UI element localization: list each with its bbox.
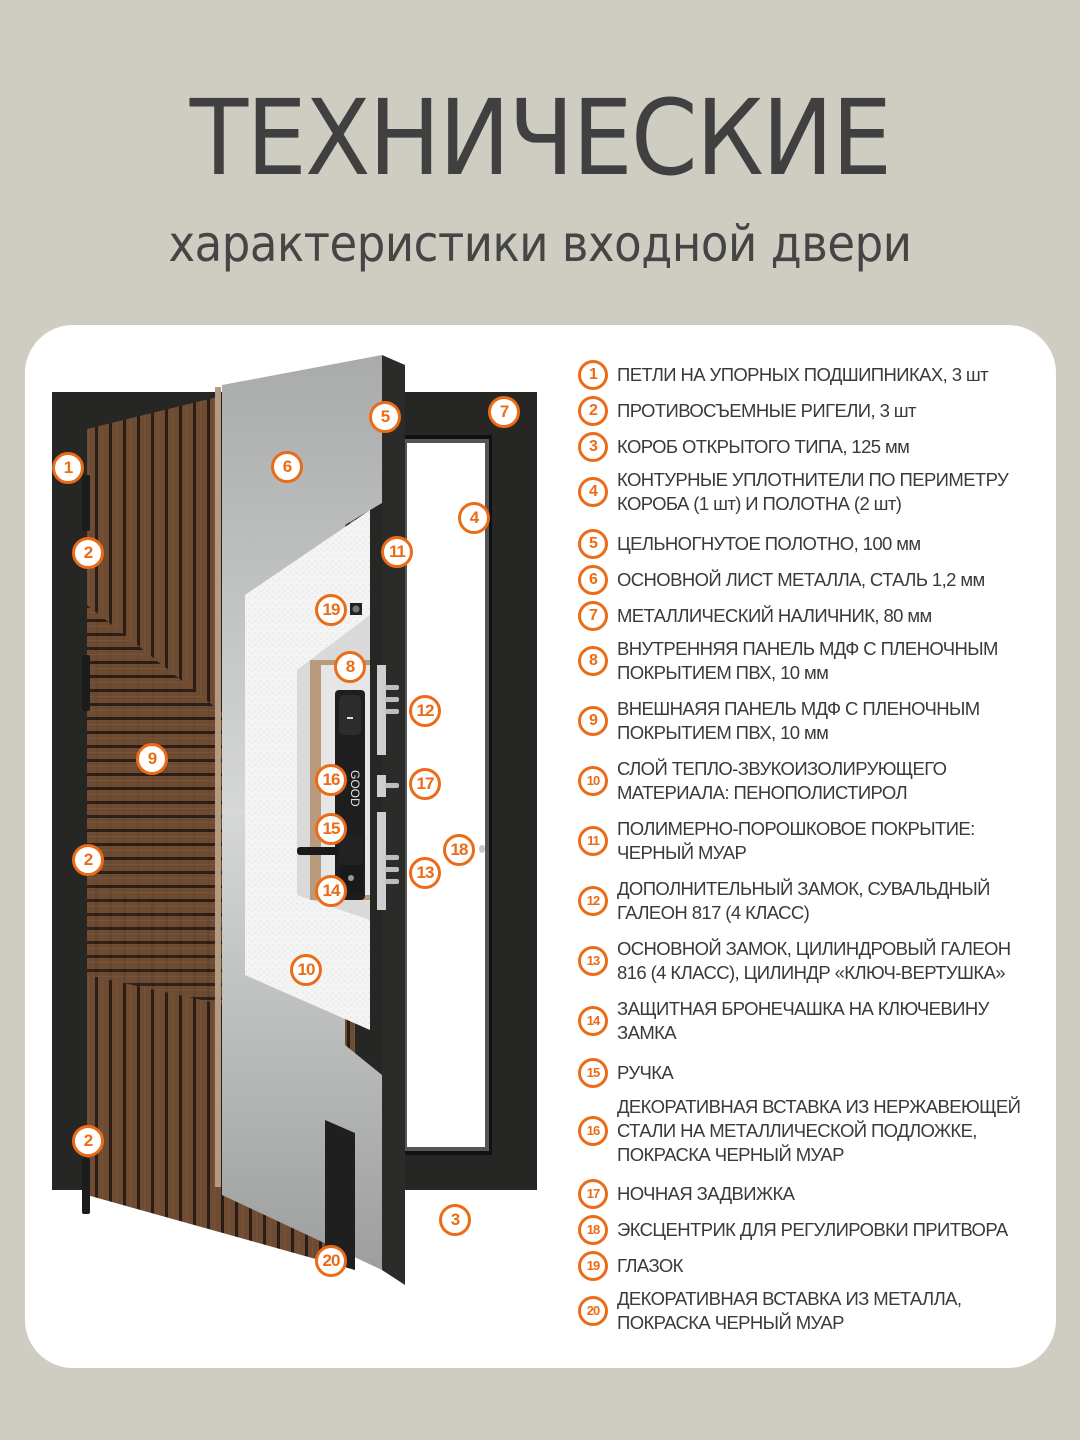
callout-20: 20 (315, 1245, 347, 1277)
spec-number-badge: 1 (578, 360, 608, 390)
spec-text: ЦЕЛЬНОГНУТОЕ ПОЛОТНО, 100 мм (617, 533, 921, 554)
spec-item: 4 КОНТУРНЫЕ УПЛОТНИТЕЛИ ПО ПЕРИМЕТРУ КОР… (578, 468, 1009, 516)
spec-number-badge: 17 (578, 1179, 608, 1209)
spec-number-badge: 6 (578, 565, 608, 595)
spec-number-badge: 20 (578, 1296, 608, 1326)
spec-item: 13 ОСНОВНОЙ ЗАМОК, ЦИЛИНДРОВЫЙ ГАЛЕОН 81… (578, 937, 1011, 985)
spec-number-badge: 12 (578, 886, 608, 916)
spec-number-badge: 4 (578, 477, 608, 507)
callout-2-top: 2 (72, 537, 104, 569)
spec-item: 12 ДОПОЛНИТЕЛЬНЫЙ ЗАМОК, СУВАЛЬДНЫЙ ГАЛЕ… (578, 877, 990, 925)
hinge (82, 655, 90, 711)
spec-text: ВНУТРЕННЯЯ ПАНЕЛЬ МДФ С ПЛЕНОЧНЫМ ПОКРЫТ… (617, 638, 998, 683)
spec-number-badge: 15 (578, 1058, 608, 1088)
spec-number-badge: 13 (578, 946, 608, 976)
spec-item: 11 ПОЛИМЕРНО-ПОРОШКОВОЕ ПОКРЫТИЕ: ЧЕРНЫЙ… (578, 817, 975, 865)
spec-item: 19 ГЛАЗОК (578, 1251, 683, 1281)
spec-item: 16 ДЕКОРАТИВНАЯ ВСТАВКА ИЗ НЕРЖАВЕЮЩЕЙ С… (578, 1095, 1021, 1167)
spec-text: МЕТАЛЛИЧЕСКИЙ НАЛИЧНИК, 80 мм (617, 605, 932, 626)
spec-text: ЗАЩИТНАЯ БРОНЕЧАШКА НА КЛЮЧЕВИНУ ЗАМКА (617, 998, 989, 1043)
spec-text: ВНЕШНАЯЯ ПАНЕЛЬ МДФ С ПЛЕНОЧНЫМ ПОКРЫТИЕ… (617, 698, 980, 743)
callout-18: 18 (443, 834, 475, 866)
spec-item: 20 ДЕКОРАТИВНАЯ ВСТАВКА ИЗ МЕТАЛЛА, ПОКР… (578, 1287, 962, 1335)
spec-number-badge: 11 (578, 826, 608, 856)
callout-8: 8 (334, 651, 366, 683)
spec-text: ОСНОВНОЙ ЗАМОК, ЦИЛИНДРОВЫЙ ГАЛЕОН 816 (… (617, 938, 1011, 983)
spec-text: ГЛАЗОК (617, 1255, 683, 1276)
page-title: ТЕХНИЧЕСКИЕ (189, 77, 892, 199)
callout-11: 11 (381, 536, 413, 568)
spec-number-badge: 14 (578, 1006, 608, 1036)
spec-item: 1 ПЕТЛИ НА УПОРНЫХ ПОДШИПНИКАХ, 3 шт (578, 360, 989, 390)
callout-16: 16 (315, 764, 347, 796)
callout-5: 5 (369, 401, 401, 433)
spec-card: GOOD (25, 325, 1056, 1368)
spec-item: 2 ПРОТИВОСЪЕМНЫЕ РИГЕЛИ, 3 шт (578, 396, 917, 426)
hinge (82, 475, 90, 531)
callout-3: 3 (439, 1204, 471, 1236)
spec-item: 14 ЗАЩИТНАЯ БРОНЕЧАШКА НА КЛЮЧЕВИНУ ЗАМК… (578, 997, 989, 1045)
spec-item: 5 ЦЕЛЬНОГНУТОЕ ПОЛОТНО, 100 мм (578, 529, 921, 559)
callout-1: 1 (52, 452, 84, 484)
spec-text: ЭКСЦЕНТРИК ДЛЯ РЕГУЛИРОВКИ ПРИТВОРА (617, 1219, 1008, 1240)
spec-item: 17 НОЧНАЯ ЗАДВИЖКА (578, 1179, 795, 1209)
spec-number-badge: 19 (578, 1251, 608, 1281)
spec-number-badge: 9 (578, 706, 608, 736)
spec-text: ПЕТЛИ НА УПОРНЫХ ПОДШИПНИКАХ, 3 шт (617, 364, 989, 385)
spec-item: 15 РУЧКА (578, 1058, 674, 1088)
callout-13: 13 (409, 857, 441, 889)
lock-brand-text: GOOD (348, 770, 362, 807)
spec-text: КОНТУРНЫЕ УПЛОТНИТЕЛИ ПО ПЕРИМЕТРУ КОРОБ… (617, 469, 1009, 514)
spec-item: 9 ВНЕШНАЯЯ ПАНЕЛЬ МДФ С ПЛЕНОЧНЫМ ПОКРЫТ… (578, 697, 980, 745)
spec-item: 6 ОСНОВНОЙ ЛИСТ МЕТАЛЛА, СТАЛЬ 1,2 мм (578, 565, 985, 595)
spec-number-badge: 3 (578, 432, 608, 462)
callout-2-bottom: 2 (72, 1125, 104, 1157)
spec-item: 7 МЕТАЛЛИЧЕСКИЙ НАЛИЧНИК, 80 мм (578, 601, 932, 631)
callout-7: 7 (488, 396, 520, 428)
door-illustration: GOOD (25, 325, 585, 1368)
spec-text: РУЧКА (617, 1062, 674, 1083)
spec-item: 3 КОРОБ ОТКРЫТОГО ТИПА, 125 мм (578, 432, 910, 462)
spec-text: ПРОТИВОСЪЕМНЫЕ РИГЕЛИ, 3 шт (617, 400, 917, 421)
spec-item: 8 ВНУТРЕННЯЯ ПАНЕЛЬ МДФ С ПЛЕНОЧНЫМ ПОКР… (578, 637, 998, 685)
spec-number-badge: 7 (578, 601, 608, 631)
spec-text: ДЕКОРАТИВНАЯ ВСТАВКА ИЗ НЕРЖАВЕЮЩЕЙ СТАЛ… (617, 1096, 1021, 1165)
page-subtitle: характеристики входной двери (168, 215, 912, 273)
spec-number-badge: 10 (578, 766, 608, 796)
spec-text: СЛОЙ ТЕПЛО-ЗВУКОИЗОЛИРУЮЩЕГО МАТЕРИАЛА: … (617, 758, 947, 803)
callout-15: 15 (315, 813, 347, 845)
callout-6: 6 (271, 451, 303, 483)
spec-number-badge: 5 (578, 529, 608, 559)
spec-text: НОЧНАЯ ЗАДВИЖКА (617, 1183, 795, 1204)
callout-2-mid: 2 (72, 844, 104, 876)
hinge (82, 1158, 90, 1214)
spec-text: ДОПОЛНИТЕЛЬНЫЙ ЗАМОК, СУВАЛЬДНЫЙ ГАЛЕОН … (617, 878, 990, 923)
callout-19: 19 (315, 594, 347, 626)
spec-number-badge: 2 (578, 396, 608, 426)
spec-item: 18 ЭКСЦЕНТРИК ДЛЯ РЕГУЛИРОВКИ ПРИТВОРА (578, 1215, 1008, 1245)
callout-10: 10 (290, 954, 322, 986)
spec-text: КОРОБ ОТКРЫТОГО ТИПА, 125 мм (617, 436, 910, 457)
spec-text: ОСНОВНОЙ ЛИСТ МЕТАЛЛА, СТАЛЬ 1,2 мм (617, 569, 985, 590)
spec-text: ПОЛИМЕРНО-ПОРОШКОВОЕ ПОКРЫТИЕ: ЧЕРНЫЙ МУ… (617, 818, 975, 863)
callout-4: 4 (458, 502, 490, 534)
door-drawing: GOOD (52, 355, 537, 1285)
callout-14: 14 (315, 875, 347, 907)
spec-text: ДЕКОРАТИВНАЯ ВСТАВКА ИЗ МЕТАЛЛА, ПОКРАСК… (617, 1288, 962, 1333)
spec-number-badge: 8 (578, 646, 608, 676)
callout-9: 9 (136, 743, 168, 775)
spec-number-badge: 16 (578, 1116, 608, 1146)
spec-number-badge: 18 (578, 1215, 608, 1245)
callout-12: 12 (409, 695, 441, 727)
callout-17: 17 (409, 768, 441, 800)
spec-item: 10 СЛОЙ ТЕПЛО-ЗВУКОИЗОЛИРУЮЩЕГО МАТЕРИАЛ… (578, 757, 947, 805)
